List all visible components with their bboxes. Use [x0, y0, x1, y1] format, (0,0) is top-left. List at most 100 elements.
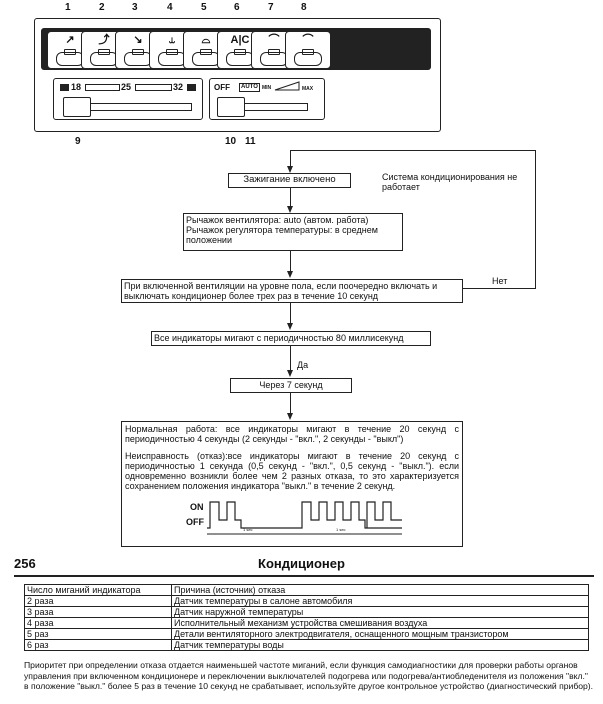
arrow-down-icon	[287, 323, 293, 330]
arrow-down-icon	[287, 206, 293, 213]
button-cap	[294, 52, 322, 66]
page-number: 256	[14, 556, 36, 571]
fan-max-label: MAX	[302, 86, 314, 92]
button-cap	[192, 52, 220, 66]
timing-diagram	[207, 501, 402, 535]
button-cap	[56, 52, 84, 66]
connector	[290, 150, 291, 169]
connector	[290, 188, 291, 210]
connector	[290, 251, 291, 275]
fan-subpanel	[209, 78, 325, 120]
table-header-row: Число миганий индикатора Причина (источн…	[24, 584, 589, 596]
header-cause: Причина (источник) отказа	[171, 584, 589, 596]
blink-count: 6 раз	[24, 639, 172, 651]
temp-slider-track	[85, 103, 192, 111]
fault-cause: Датчик температуры воды	[171, 639, 589, 651]
blink-count: 3 раза	[24, 606, 172, 618]
step-after-7s: Через 7 секунд	[230, 378, 352, 393]
callout-11: 11	[245, 136, 256, 147]
callout-6: 6	[234, 2, 240, 13]
connector	[290, 346, 291, 374]
temp-bar-high	[135, 84, 172, 91]
fault-cause: Датчик наружной температуры	[171, 606, 589, 618]
blink-waveform	[207, 501, 402, 529]
fan-min-label: MIN	[262, 85, 272, 91]
vent-foot-defrost-icon: ⥿	[168, 34, 176, 46]
arrow-down-icon	[287, 413, 293, 420]
header-rule	[14, 575, 594, 577]
fan-lever[interactable]	[217, 97, 245, 117]
fault-cause: Детали вентиляторного электродвигателя, …	[171, 628, 589, 640]
step-lever-temp: Рычажок регулятора температуры: в средне…	[186, 225, 378, 245]
vent-face-icon: ↗	[65, 34, 75, 46]
step-ac-toggle: При включенной вентиляции на уровне пола…	[121, 279, 463, 303]
loop-right-line	[535, 150, 536, 288]
temp-bar-low	[85, 84, 120, 91]
arrow-down-icon	[287, 271, 293, 278]
step-lever-fan: Рычажок вентилятора: auto (автом. работа…	[186, 215, 369, 225]
callout-1: 1	[65, 2, 71, 13]
result-box: Нормальная работа: все индикаторы мигают…	[121, 421, 463, 547]
side-note: Система кондиционирования не работает	[382, 172, 518, 192]
blink-count: 2 раза	[24, 595, 172, 607]
fresh-air-icon: ⌒	[302, 34, 314, 46]
hot-indicator	[187, 84, 196, 91]
callout-5: 5	[201, 2, 207, 13]
vent-bilevel-icon: ⤴	[98, 34, 110, 46]
arrow-down-icon	[287, 166, 293, 173]
step-ignition-on: Зажигание включено	[228, 173, 351, 188]
panel-frame	[34, 18, 441, 132]
vent-foot-icon: ↘	[133, 34, 143, 46]
fan-slider-track	[240, 103, 308, 111]
fresh-air-button[interactable]: ⌒	[285, 31, 331, 69]
cold-indicator	[60, 84, 69, 91]
no-label: Нет	[492, 276, 508, 286]
button-cap	[260, 52, 288, 66]
auto-indicator: AUTO	[239, 83, 260, 92]
blink-waveform-tail	[366, 501, 402, 528]
callout-3: 3	[132, 2, 138, 13]
loop-top-line	[290, 150, 535, 151]
fault-cause: Исполнительный механизм устройства смеши…	[171, 617, 589, 629]
temp-mid-label: 25	[121, 82, 132, 92]
callout-2: 2	[99, 2, 105, 13]
gap-label-2: 1 sec	[336, 527, 346, 532]
temperature-subpanel	[53, 78, 203, 120]
temp-lever[interactable]	[63, 97, 91, 117]
footnote-paragraph: Приоритет при определении отказа отдаетс…	[24, 660, 594, 691]
gap-label-1: 1 sec	[243, 527, 253, 532]
button-cap	[124, 52, 152, 66]
blink-count: 5 раз	[24, 628, 172, 640]
button-cap	[90, 52, 118, 66]
button-cap	[226, 52, 254, 66]
normal-operation-text: Нормальная работа: все индикаторы мигают…	[125, 424, 459, 444]
defrost-icon: ⌓	[201, 34, 211, 46]
callout-8: 8	[301, 2, 307, 13]
fault-text: Неисправность (отказ):все индикаторы миг…	[125, 451, 459, 491]
yes-label: Да	[297, 360, 309, 370]
callout-7: 7	[268, 2, 274, 13]
on-label: ON	[190, 502, 204, 512]
step-indicators-80ms: Все индикаторы мигают с периодичностью 8…	[151, 331, 431, 346]
button-cap	[158, 52, 186, 66]
fault-cause: Датчик температуры в салоне автомобиля	[171, 595, 589, 607]
recirculation-icon: ⌒	[268, 34, 280, 46]
connector	[290, 303, 291, 327]
callout-9: 9	[75, 136, 81, 147]
step-lever-settings: Рычажок вентилятора: auto (автом. работа…	[183, 213, 403, 251]
page-title: Кондиционер	[258, 556, 345, 571]
loop-bottom-line	[462, 288, 536, 289]
off-label: OFF	[186, 517, 204, 527]
temp-min-label: 18	[71, 82, 82, 92]
fan-off-label: OFF	[214, 83, 230, 92]
blink-count: 4 раза	[24, 617, 172, 629]
callout-4: 4	[167, 2, 173, 13]
fan-speed-wedge	[274, 81, 300, 91]
fault-code-table: Число миганий индикатора Причина (источн…	[24, 584, 589, 651]
temp-max-label: 32	[173, 82, 184, 92]
ac-icon: A|C	[230, 34, 250, 46]
callout-10: 10	[225, 136, 237, 147]
